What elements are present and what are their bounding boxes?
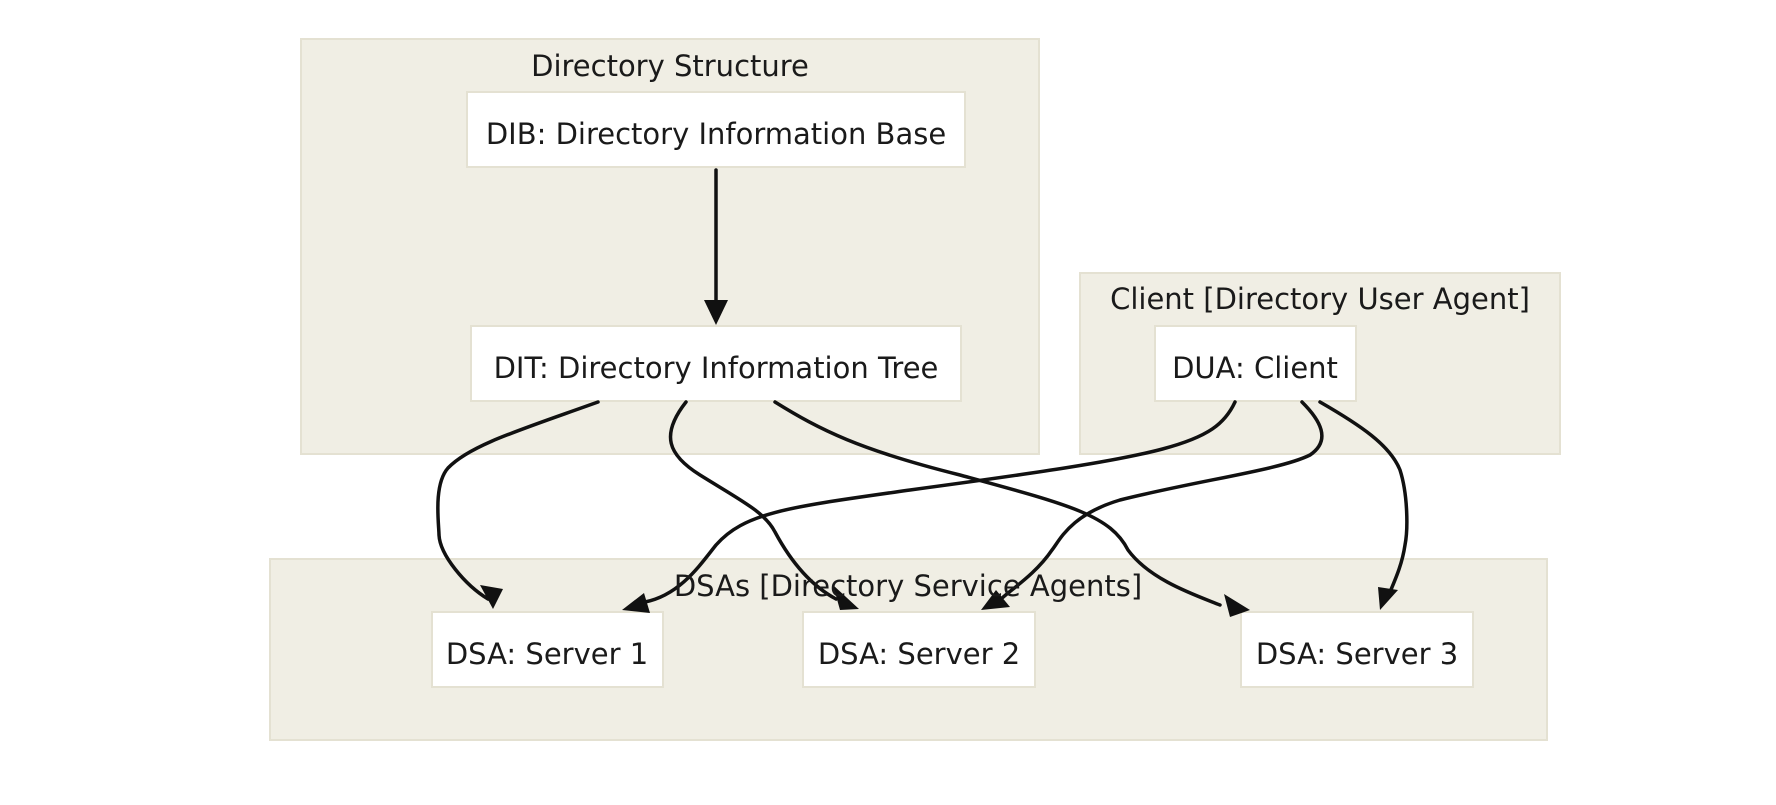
- node-dsa1: DSA: Server 1: [431, 611, 664, 688]
- edge-dua-to-dsa2: [981, 400, 1324, 610]
- edge-dit-to-dsa3: [773, 400, 1250, 617]
- node-dsa1-label: DSA: Server 1: [446, 637, 648, 671]
- node-dsa2-label: DSA: Server 2: [818, 637, 1020, 671]
- node-dib: DIB: Directory Information Base: [466, 91, 966, 168]
- arrowhead: [480, 585, 503, 609]
- arrowhead: [981, 590, 1010, 610]
- node-dsa3-label: DSA: Server 3: [1256, 637, 1458, 671]
- cluster-client-title: Client [Directory User Agent]: [1110, 282, 1530, 316]
- node-dit-label: DIT: Directory Information Tree: [494, 351, 939, 385]
- arrowhead: [1224, 594, 1250, 617]
- node-dib-label: DIB: Directory Information Base: [486, 117, 946, 151]
- node-dsa2: DSA: Server 2: [802, 611, 1036, 688]
- arrowhead: [704, 300, 728, 325]
- edge-dib-to-dit: [704, 168, 728, 325]
- cluster-directory-structure-title: Directory Structure: [531, 49, 809, 83]
- node-dua-label: DUA: Client: [1172, 351, 1338, 385]
- edge-dua-to-dsa3: [1318, 400, 1409, 610]
- node-dua: DUA: Client: [1154, 325, 1357, 402]
- node-dsa3: DSA: Server 3: [1240, 611, 1474, 688]
- edge-dit-to-dsa1: [436, 400, 600, 609]
- edge-dit-to-dsa2: [668, 400, 859, 610]
- arrowhead: [1378, 587, 1398, 610]
- cluster-dsas-title: DSAs [Directory Service Agents]: [674, 569, 1142, 603]
- arrowhead: [622, 593, 650, 613]
- edges: [436, 168, 1409, 617]
- edge-dua-to-dsa1: [622, 400, 1237, 613]
- node-dit: DIT: Directory Information Tree: [470, 325, 962, 402]
- arrowhead: [833, 585, 859, 610]
